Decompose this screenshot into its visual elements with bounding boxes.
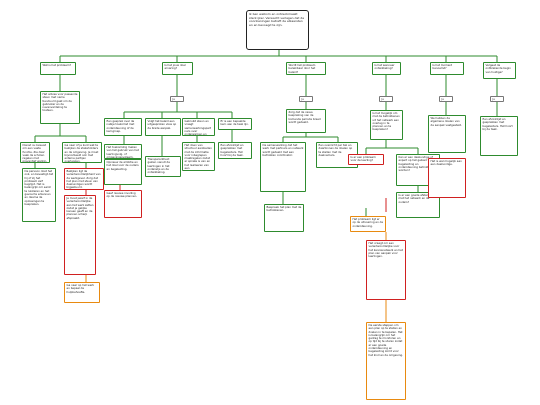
node-a6[interactable]: Ga naar op het werk en bepaal de hulpbeh…: [64, 282, 100, 303]
node-e1[interactable]: We hebben de algemene doelen van de aanp…: [428, 115, 466, 153]
node-d4[interactable]: Het probleem ligt er op de uitvoering en…: [350, 216, 386, 232]
question-q5[interactable]: Is het moment benoemd?: [430, 62, 464, 75]
node-a2[interactable]: Dienst nu bewust om een vaste functie. Z…: [20, 142, 50, 163]
question-q1[interactable]: Wat is het probleem?: [40, 62, 76, 75]
node-c2[interactable]: De samenwerking dat het werk met partner…: [260, 142, 306, 192]
node-b5[interactable]: Het toekomstig maken van het gebruik van…: [104, 144, 142, 159]
node-a5[interactable]: Bekijken ligt de verantwoordelijkheid va…: [64, 168, 104, 190]
node-d1[interactable]: Is het mogelijk om met de betrokkenen ui…: [370, 110, 403, 140]
node-b2[interactable]: Volgt het beleid een uitgesproken visie …: [145, 118, 181, 136]
answer-yes-q2: Ja: [170, 96, 184, 102]
node-b6[interactable]: Transparantheid gezien vanuit de leerlin…: [145, 156, 181, 177]
question-q3[interactable]: Wordt het probleem bereikbaar door het b…: [286, 62, 326, 75]
node-b4[interactable]: Er is een bepaalde kern aan de taak lijn…: [218, 118, 252, 130]
node-a1[interactable]: Het advies voor passende steun met name …: [40, 91, 80, 124]
answer-yes-q3: Ja: [299, 96, 313, 102]
question-q2[interactable]: Is het jouw doel ervaring?: [162, 62, 193, 75]
node-b3[interactable]: Gebruikt steun en vraagt samenwerkingspa…: [182, 118, 215, 136]
node-e2[interactable]: Het is wel mogelijk aan een deskundige.: [428, 158, 466, 198]
node-a3[interactable]: Ga naar of je kunt wat te bekijken de st…: [62, 142, 102, 163]
node-d5[interactable]: Het vraagt om een verantwoordelijke voor…: [366, 240, 406, 300]
node-a4[interactable]: De persoon doet het ook, en bevestigt da…: [22, 168, 56, 222]
node-b1[interactable]: Een gesprek over de nabije toekomst met …: [104, 118, 142, 136]
node-b9[interactable]: Opnieuw de ambitie en het doel voor de o…: [104, 159, 142, 185]
question-q6[interactable]: Vergeet de ontbrekende begin van huidige…: [483, 62, 516, 79]
node-b8[interactable]: Een afvinklijst en gesprekken met begele…: [218, 142, 252, 159]
root-node[interactable]: Ik ben welkom en ontzeckmaakt sterk ijke…: [246, 10, 309, 50]
question-q4[interactable]: Is het wanneer ontwikkeling?: [372, 62, 401, 75]
node-c1[interactable]: Zorg dat de casus bespreking van de kome…: [286, 109, 326, 133]
node-a6-red[interactable]: Je moet jezelf in de verantwoordelijke a…: [64, 195, 96, 275]
answer-yes-q4: Ja: [379, 96, 393, 102]
node-b10[interactable]: Geef nieuwe invulling op de nieuwe plann…: [104, 190, 142, 218]
answer-yes-q6: Ja: [490, 96, 504, 102]
node-d2[interactable]: Is er een probleem voor de leerling?: [348, 154, 384, 165]
node-b7[interactable]: Het doen van structuur aanbieden met de …: [182, 142, 215, 171]
node-c4[interactable]: Bespreek het plan met de betrokkenen.: [264, 204, 304, 232]
answer-yes-q5: Ja: [439, 96, 453, 102]
node-d6[interactable]: De eerste stappen om een plan op te stel…: [366, 322, 406, 400]
node-f1[interactable]: Een afvinklijst en gesprekken met begele…: [480, 116, 518, 156]
node-d7[interactable]: Is er een goede afstemming met het netwe…: [396, 192, 440, 218]
